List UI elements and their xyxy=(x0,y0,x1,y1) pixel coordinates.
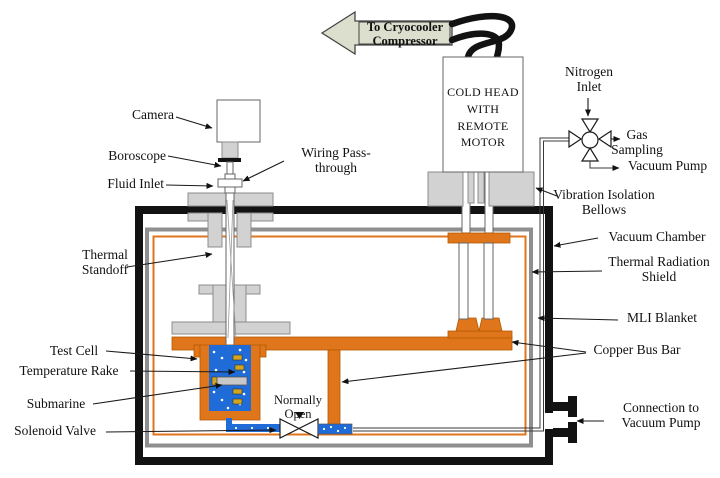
vacuum-chamber-wall xyxy=(135,206,553,465)
leader-camera xyxy=(175,116,213,129)
submarine xyxy=(211,376,248,386)
label-temperature-rake: Temperature Rake xyxy=(19,363,119,378)
label-thermal-standoff: Thermal Standoff xyxy=(81,247,129,278)
leader-copper-bus-bar-1 xyxy=(511,339,587,353)
four-way-valve xyxy=(568,118,621,171)
leader-thermal-standoff xyxy=(126,252,213,268)
label-test-cell: Test Cell xyxy=(49,343,99,358)
vacuum-pump-line xyxy=(589,161,620,171)
vent-tube-anchor xyxy=(317,423,353,435)
thermal-standoff xyxy=(171,192,291,346)
label-wiring-pass-through: Wiring Pass-through xyxy=(301,145,371,176)
label-thermal-radiation-shield: Thermal Radiation Shield xyxy=(608,254,710,285)
leader-solenoid-valve xyxy=(105,427,277,434)
label-fluid-inlet: Fluid Inlet xyxy=(107,176,164,191)
label-vacuum-pump-valve: Vacuum Pump xyxy=(628,158,708,173)
camera-assembly xyxy=(216,99,261,194)
label-vibration-isolation-bellows: Vibration Isolation Bellows xyxy=(553,187,655,218)
temperature-rake-sensors xyxy=(232,354,245,405)
label-mli-blanket: MLI Blanket xyxy=(626,310,698,325)
thermal-radiation-shield-wall xyxy=(145,227,533,448)
normally-open-pointer xyxy=(295,412,304,419)
label-nitrogen-inlet: Nitrogen Inlet xyxy=(565,64,613,95)
compressor-hoses xyxy=(448,12,516,61)
leader-vibration-bellows xyxy=(535,187,558,197)
leader-copper-bus-bar-2 xyxy=(341,352,587,385)
leader-test-cell xyxy=(105,350,198,362)
test-cell xyxy=(193,344,267,421)
label-boroscope: Boroscope xyxy=(108,148,166,163)
leader-submarine xyxy=(92,382,223,405)
leader-temperature-rake xyxy=(129,368,236,375)
mli-blanket-liner xyxy=(152,235,527,436)
leader-wiring-pass-through xyxy=(242,160,285,182)
leader-radiation-shield xyxy=(531,268,603,275)
label-connection-to-vacuum-pump: Connection to Vacuum Pump xyxy=(621,400,701,431)
label-to-cryocooler-compressor: To Cryocooler Compressor xyxy=(366,20,444,48)
label-cold-head: COLD HEAD WITH REMOTE MOTOR xyxy=(447,85,519,150)
leader-vacuum-chamber xyxy=(553,237,599,248)
label-camera: Camera xyxy=(132,107,174,122)
fluid-inlet-fitting xyxy=(217,178,243,188)
vibration-isolation-bellows xyxy=(427,171,535,207)
label-solenoid-valve: Solenoid Valve xyxy=(14,423,96,438)
leader-fluid-inlet xyxy=(165,182,214,189)
leader-lines xyxy=(92,98,619,434)
to-cryocooler-arrow xyxy=(320,10,453,56)
camera-lens xyxy=(221,141,239,159)
label-submarine: Submarine xyxy=(26,396,86,411)
label-normally-open: Normally Open xyxy=(274,393,322,421)
leader-boroscope xyxy=(167,155,222,168)
label-copper-bus-bar: Copper Bus Bar xyxy=(593,342,681,357)
label-vacuum-chamber: Vacuum Chamber xyxy=(608,229,706,244)
leader-mli-blanket xyxy=(537,315,619,322)
vacuum-pump-port xyxy=(545,396,577,443)
drain-line xyxy=(226,418,280,432)
cold-head-box xyxy=(442,56,524,173)
camera-body xyxy=(216,99,261,143)
vent-pipe xyxy=(353,137,570,432)
boroscope-tube xyxy=(226,161,234,176)
label-gas-sampling: Gas Sampling xyxy=(611,127,663,158)
